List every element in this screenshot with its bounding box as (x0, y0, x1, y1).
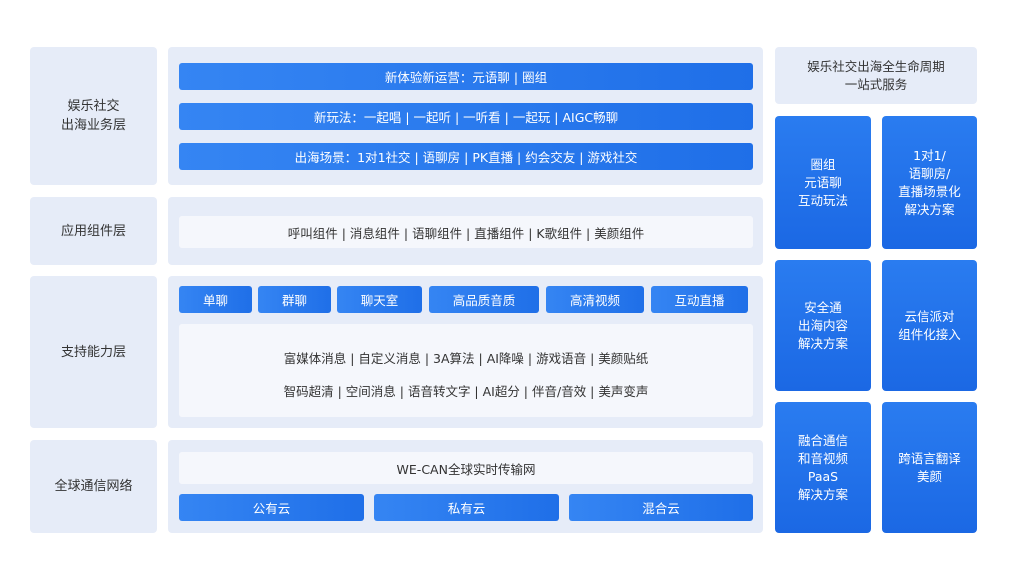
capability-hq-audio: 高品质音质 (429, 286, 539, 313)
capability-chatroom: 聊天室 (337, 286, 422, 313)
layer-label-network: 全球通信网络 (30, 440, 157, 533)
layer-label-capabilities: 支持能力层 (30, 276, 157, 428)
capability-group-chat: 群聊 (258, 286, 331, 313)
cloud-private: 私有云 (374, 494, 559, 521)
capability-features-row-2: 智码超清 | 空间消息 | 语音转文字 | AI超分 | 伴音/音效 | 美声变… (283, 384, 649, 399)
business-layer-panel: 新体验新运营：元语聊 | 圈组 新玩法：一起唱 | 一起听 | 一听看 | 一起… (168, 47, 763, 185)
business-bar-scenarios: 出海场景：1对1社交 | 语聊房 | PK直播 | 约会交友 | 游戏社交 (179, 143, 753, 170)
solution-card-translation: 跨语言翻译 美颜 (882, 402, 977, 533)
components-row: 呼叫组件 | 消息组件 | 语聊组件 | 直播组件 | K歌组件 | 美颜组件 (179, 216, 753, 248)
solution-card-content-safety: 安全通 出海内容 解决方案 (775, 260, 871, 391)
capability-features-box: 富媒体消息 | 自定义消息 | 3A算法 | AI降噪 | 游戏语音 | 美颜贴… (179, 324, 753, 417)
solution-card-scenario: 1对1/ 语聊房/ 直播场景化 解决方案 (882, 116, 977, 249)
capability-hd-video: 高清视频 (546, 286, 644, 313)
network-layer-panel: WE-CAN全球实时传输网 公有云 私有云 混合云 (168, 440, 763, 533)
capability-private-chat: 单聊 (179, 286, 252, 313)
cloud-hybrid: 混合云 (569, 494, 753, 521)
network-title: WE-CAN全球实时传输网 (179, 452, 753, 484)
solution-card-circle-group: 圈组 元语聊 互动玩法 (775, 116, 871, 249)
layer-label-components: 应用组件层 (30, 197, 157, 265)
capability-features-row-1: 富媒体消息 | 自定义消息 | 3A算法 | AI降噪 | 游戏语音 | 美颜贴… (283, 351, 649, 366)
cloud-public: 公有云 (179, 494, 364, 521)
solution-card-paas: 融合通信 和音视频 PaaS 解决方案 (775, 402, 871, 533)
components-layer-panel: 呼叫组件 | 消息组件 | 语聊组件 | 直播组件 | K歌组件 | 美颜组件 (168, 197, 763, 265)
business-bar-gameplay: 新玩法：一起唱 | 一起听 | 一听看 | 一起玩 | AIGC畅聊 (179, 103, 753, 130)
solution-card-party-component: 云信派对 组件化接入 (882, 260, 977, 391)
business-bar-experience: 新体验新运营：元语聊 | 圈组 (179, 63, 753, 90)
right-header: 娱乐社交出海全生命周期 一站式服务 (775, 47, 977, 104)
layer-label-business: 娱乐社交 出海业务层 (30, 47, 157, 185)
capability-live-stream: 互动直播 (651, 286, 748, 313)
capabilities-layer-panel: 单聊 群聊 聊天室 高品质音质 高清视频 互动直播 富媒体消息 | 自定义消息 … (168, 276, 763, 428)
